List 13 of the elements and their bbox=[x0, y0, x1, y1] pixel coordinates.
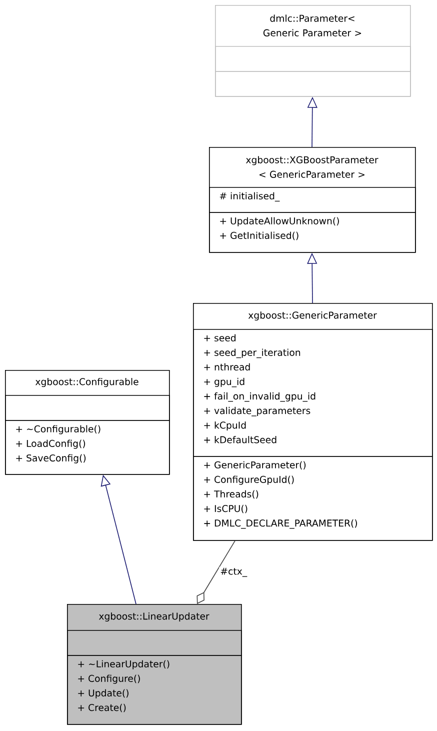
member-compartment: # initialised_ bbox=[209, 187, 416, 213]
member-compartment bbox=[5, 395, 170, 421]
member-compartment: + seed + seed_per_iteration + nthread + gpu_id + fail_on_invalid_gpu_id + validate_parameters + kCpuId + kDefaultSeed bbox=[193, 329, 433, 457]
aggregation-arrow bbox=[196, 540, 236, 604]
member-compartment: + UpdateAllowUnknown() + GetInitialised() bbox=[209, 212, 416, 253]
member-compartment: + ~Configurable() + LoadConfig() + SaveConfig() bbox=[5, 420, 170, 475]
class-box: dmlc::Parameter< Generic Parameter > bbox=[215, 5, 411, 97]
member-compartment: + ~LinearUpdater() + Configure() + Update() + Create() bbox=[67, 655, 242, 725]
edge-label: #ctx_ bbox=[219, 566, 248, 578]
member-compartment bbox=[67, 630, 242, 656]
member-compartment: + GenericParameter() + ConfigureGpuId() + Threads() + IsCPU() + DMLC_DECLARE_PARAMETER() bbox=[193, 456, 433, 541]
member-compartment bbox=[215, 71, 411, 97]
member-compartment bbox=[215, 46, 411, 72]
